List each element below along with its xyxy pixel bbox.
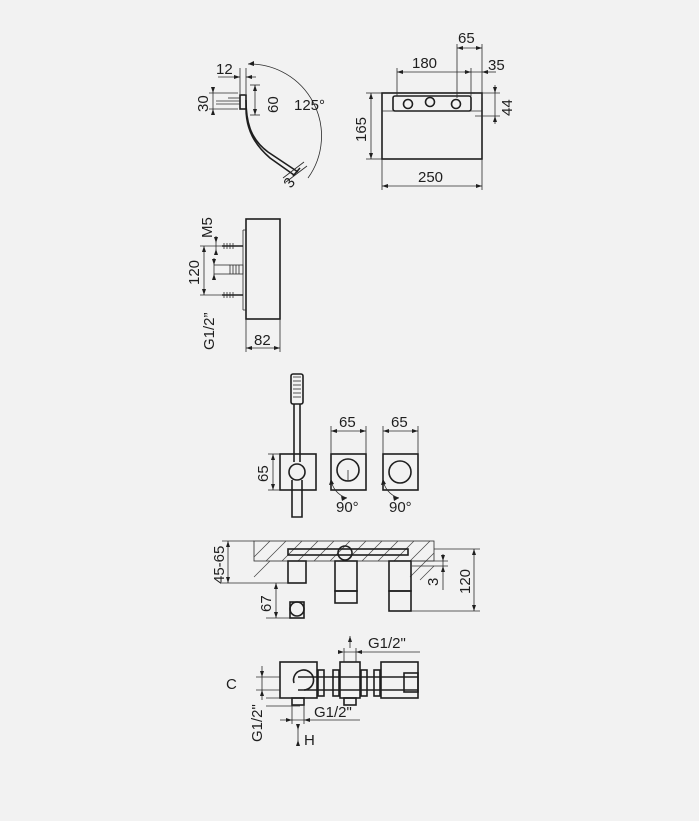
mounting-box [245,218,281,320]
deck-plate [287,548,409,556]
shower-holder [288,463,306,481]
dim-180-label: 180 [412,55,437,72]
mixer-knob-b [388,460,412,484]
thread-G12-label: G1/2” [201,312,218,350]
dim-30-label: 30 [195,95,212,112]
control-bar [392,95,472,112]
front-plate [381,92,483,160]
plan-body-center [339,661,361,699]
deck-slab [253,540,435,562]
spout-curve [245,99,299,173]
dim-67-label: 67 [258,595,275,612]
deck-section-view: 45-65 67 3 120 [211,540,480,619]
dim-250-label: 250 [418,169,443,186]
plan-view: G1/2" C G1/2" G1/2" H [226,635,420,749]
hose-fitting [289,601,305,617]
knob-right [450,98,462,110]
spout-pivot [337,545,353,561]
dim-60-label: 60 [265,96,282,113]
mixer-plate-a [330,453,367,491]
handles-view: 65 65 90° 65 90° [255,373,419,518]
depth-82-label: 82 [254,332,271,349]
angle-arc [247,63,322,179]
knob-center [424,96,436,108]
dim-65-shower-label: 65 [255,465,272,482]
dim-C-label: C [226,676,237,693]
dim-H-label: H [304,732,315,749]
plan-body-left [279,661,318,699]
screw-M5-label: M5 [199,217,216,238]
rotation-a-label: 90° [336,499,359,516]
center-body [334,560,358,592]
mounting-box-view: M5 120 G1/2” 82 [186,217,281,352]
thread-top-label: G1/2" [368,635,406,652]
dim-12-label: 12 [216,61,233,78]
dim-3-section-label: 3 [425,578,442,586]
dim-44-label: 44 [499,99,516,116]
angle-125-label: 125° [294,97,325,114]
dim-65-mixer-b-label: 65 [391,414,408,431]
dim-65-label: 65 [458,30,475,47]
dim-120-section-label: 120 [457,569,474,594]
thread-left-label: G1/2" [249,704,266,742]
front-plate-view: 180 65 35 44 165 250 [353,30,516,190]
thread-bottom-label: G1/2" [314,704,352,721]
side-plate [239,94,247,110]
dim-165-label: 165 [353,117,370,142]
dim-65-mixer-a-label: 65 [339,414,356,431]
rotation-b-label: 90° [389,499,412,516]
dim-35-label: 35 [488,57,505,74]
shower-plate [279,453,317,491]
hand-shower-head [290,373,304,405]
right-body [388,560,412,592]
rotation-arc-a [330,478,348,499]
dim-3-label: 3 [280,175,299,192]
mixer-plate-b [382,453,419,491]
shower-body [287,560,307,584]
side-profile-view: 12 30 60 125° 3 [195,61,325,191]
knob-left [402,98,414,110]
inlet-thread [229,264,244,275]
wall-range-label: 45-65 [211,546,228,584]
dim-120-label: 120 [186,260,203,285]
